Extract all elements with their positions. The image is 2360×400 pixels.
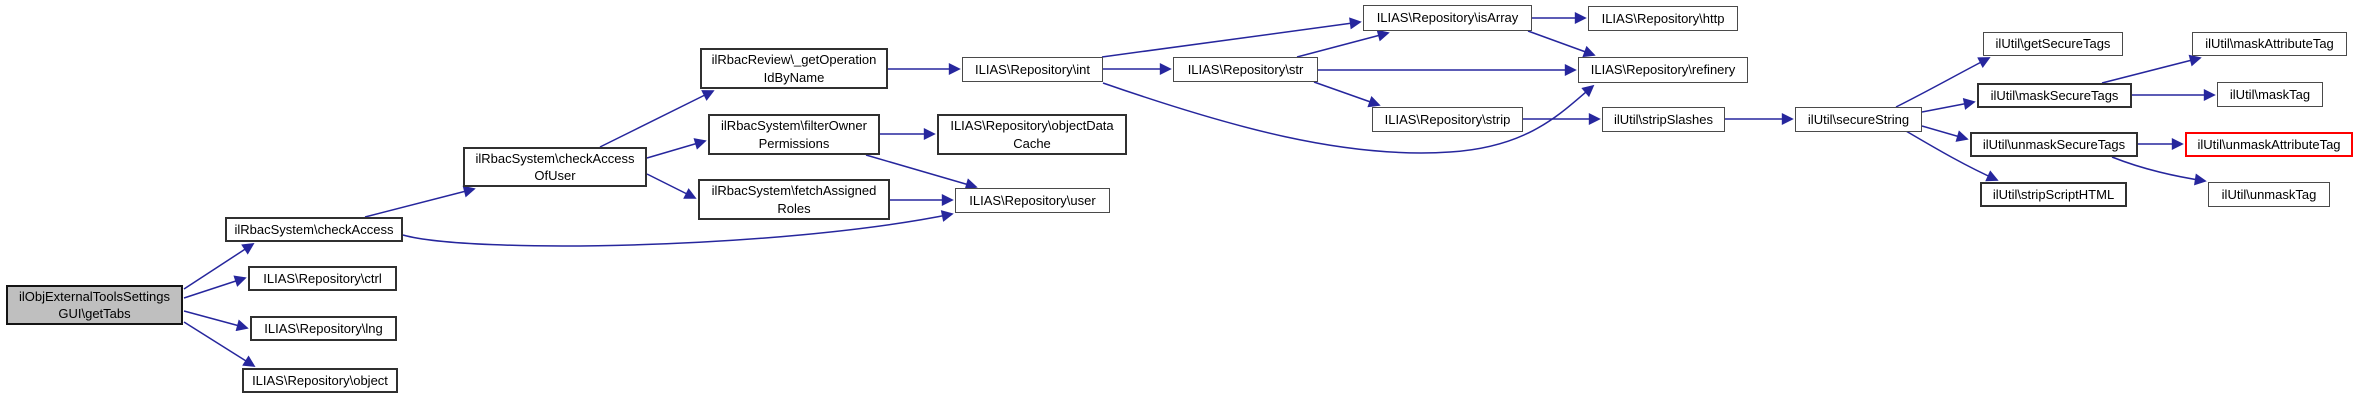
edge-str-strip	[1313, 81, 1381, 108]
edge-mask-secure-tags-mask-attribute-tag	[2101, 54, 2202, 84]
node-strip[interactable]: ILIAS\Repository\strip	[1372, 107, 1523, 132]
node-http[interactable]: ILIAS\Repository\http	[1588, 6, 1738, 31]
node-ctrl[interactable]: ILIAS\Repository\ctrl	[248, 266, 397, 291]
edge-int-refinery	[1102, 82, 1595, 154]
edge-secure-string-strip-script-html	[1905, 130, 1999, 182]
node-secure-string[interactable]: ilUtil\secureString	[1795, 107, 1922, 132]
edge-str-is-array	[1296, 29, 1390, 58]
node-fetch-assigned-roles[interactable]: ilRbacSystem\fetchAssigned Roles	[698, 179, 890, 220]
node-unmask-secure-tags[interactable]: ilUtil\unmaskSecureTags	[1970, 132, 2138, 157]
node-int[interactable]: ILIAS\Repository\int	[962, 57, 1103, 82]
node-object-data-cache[interactable]: ILIAS\Repository\objectData Cache	[937, 114, 1127, 155]
node-lng[interactable]: ILIAS\Repository\lng	[250, 316, 397, 341]
edge-secure-string-get-secure-tags	[1895, 57, 1991, 108]
node-mask-attribute-tag[interactable]: ilUtil\maskAttributeTag	[2192, 32, 2347, 56]
node-mask-tag[interactable]: ilUtil\maskTag	[2217, 82, 2323, 107]
edge-get-tabs-lng	[183, 310, 249, 332]
node-unmask-attribute-tag[interactable]: ilUtil\unmaskAttributeTag	[2185, 132, 2353, 157]
edge-get-tabs-check-access	[183, 243, 255, 290]
node-check-access-of-user[interactable]: ilRbacSystem\checkAccess OfUser	[463, 147, 647, 187]
node-get-operation-id-by-name[interactable]: ilRbacReview\_getOperation IdByName	[700, 48, 888, 89]
node-filter-owner-permissions[interactable]: ilRbacSystem\filterOwner Permissions	[708, 114, 880, 155]
edge-unmask-secure-tags-unmask-tag	[2111, 156, 2207, 186]
node-str[interactable]: ILIAS\Repository\str	[1173, 57, 1318, 82]
edge-get-tabs-ctrl	[183, 275, 247, 299]
edge-check-access-of-user-fetch-assigned-roles	[646, 173, 697, 199]
node-mask-secure-tags[interactable]: ilUtil\maskSecureTags	[1977, 83, 2132, 108]
edge-check-access-of-user-get-operation-id-by-name	[599, 90, 715, 148]
edge-int-is-array	[1101, 17, 1362, 58]
edge-secure-string-unmask-secure-tags	[1921, 125, 1969, 142]
edge-is-array-refinery	[1527, 30, 1596, 58]
node-refinery[interactable]: ILIAS\Repository\refinery	[1578, 57, 1748, 83]
node-get-tabs: ilObjExternalToolsSettings GUI\getTabs	[6, 285, 183, 325]
node-object[interactable]: ILIAS\Repository\object	[242, 368, 398, 393]
edge-get-tabs-object	[183, 321, 256, 367]
node-strip-slashes[interactable]: ilUtil\stripSlashes	[1602, 107, 1725, 132]
edge-secure-string-mask-secure-tags	[1921, 98, 1976, 113]
node-unmask-tag[interactable]: ilUtil\unmaskTag	[2208, 182, 2330, 207]
edge-check-access-user	[402, 210, 954, 247]
node-strip-script-html[interactable]: ilUtil\stripScriptHTML	[1980, 182, 2127, 207]
edge-filter-owner-permissions-user	[865, 154, 978, 190]
node-get-secure-tags[interactable]: ilUtil\getSecureTags	[1983, 32, 2123, 56]
edge-check-access-check-access-of-user	[364, 185, 476, 218]
node-check-access[interactable]: ilRbacSystem\checkAccess	[225, 217, 403, 242]
node-user[interactable]: ILIAS\Repository\user	[955, 188, 1110, 213]
edge-check-access-of-user-filter-owner-permissions	[646, 138, 707, 159]
node-is-array[interactable]: ILIAS\Repository\isArray	[1363, 5, 1532, 31]
